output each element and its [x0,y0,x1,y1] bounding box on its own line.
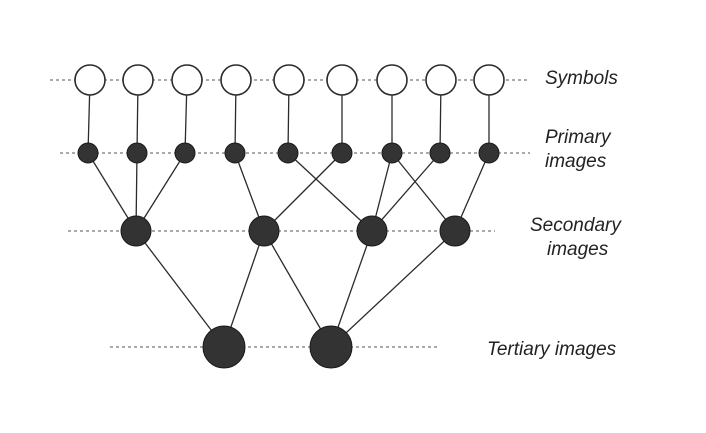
primary-node [429,142,451,164]
label-primary-line1: Primary [545,127,612,148]
tertiary-node [202,325,246,369]
primary-node [224,142,246,164]
symbols-node [473,64,505,96]
label-symbols: Symbols [545,68,618,89]
edge-primary-secondary [287,152,373,232]
edge-primary-secondary [263,152,343,232]
primary-node [331,142,353,164]
primary-node [478,142,500,164]
edge-primary-secondary [391,152,456,232]
primary-node [381,142,403,164]
symbols-node [326,64,358,96]
primary-node [277,142,299,164]
symbols-node [425,64,457,96]
edge-secondary-tertiary [263,230,332,348]
primary-node [126,142,148,164]
symbols-node [220,64,252,96]
edge-secondary-tertiary [330,230,456,348]
symbols-node [74,64,106,96]
secondary-node [356,215,388,247]
symbols-node [376,64,408,96]
secondary-node [248,215,280,247]
diagram-nodes [74,64,505,369]
edge-primary-secondary [371,152,441,232]
symbols-node [122,64,154,96]
label-primary-line2: images [545,151,607,172]
label-secondary-line2: images [547,239,609,260]
secondary-node [439,215,471,247]
label-tertiary: Tertiary images [487,339,617,360]
connection-lines [87,79,490,348]
level-guide-lines [50,79,530,348]
primary-node [77,142,99,164]
symbols-node [273,64,305,96]
symbols-node [171,64,203,96]
secondary-node [120,215,152,247]
edge-secondary-tertiary [135,230,225,348]
label-secondary-line1: Secondary [530,215,622,236]
tertiary-node [309,325,353,369]
primary-node [174,142,196,164]
